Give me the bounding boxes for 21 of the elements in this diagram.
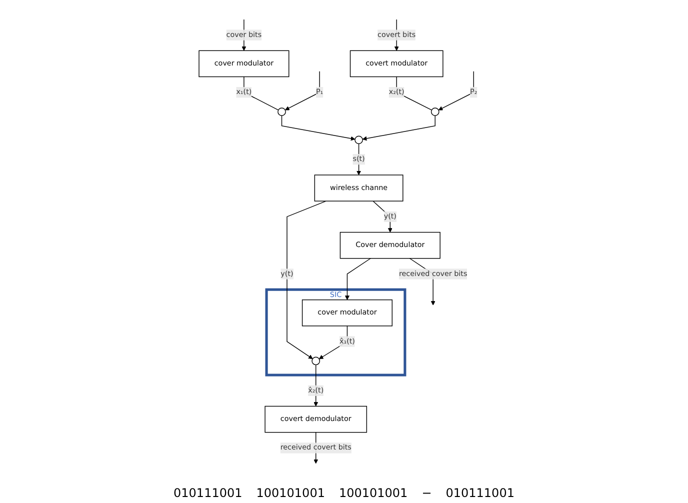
arrow — [314, 364, 318, 406]
summing-junction — [430, 108, 440, 116]
arrow — [438, 71, 474, 110]
note-text: 010111001 — [174, 486, 242, 500]
arrow — [396, 76, 432, 110]
note-text: 100101001 — [338, 486, 408, 500]
summing-junction — [354, 136, 363, 144]
arrow — [356, 143, 362, 176]
arrow — [244, 76, 279, 110]
arrow — [281, 115, 356, 141]
arrow — [362, 115, 436, 141]
arrow — [286, 200, 326, 360]
note-text: 010111001 — [446, 486, 514, 500]
note-text: 100101001 — [256, 486, 325, 500]
arrow — [344, 258, 371, 300]
summing-junction — [312, 356, 320, 366]
note-text: − — [422, 486, 432, 500]
arrow — [284, 71, 320, 110]
arrow — [372, 200, 392, 232]
arrow — [318, 326, 348, 360]
summing-junction — [278, 108, 286, 116]
